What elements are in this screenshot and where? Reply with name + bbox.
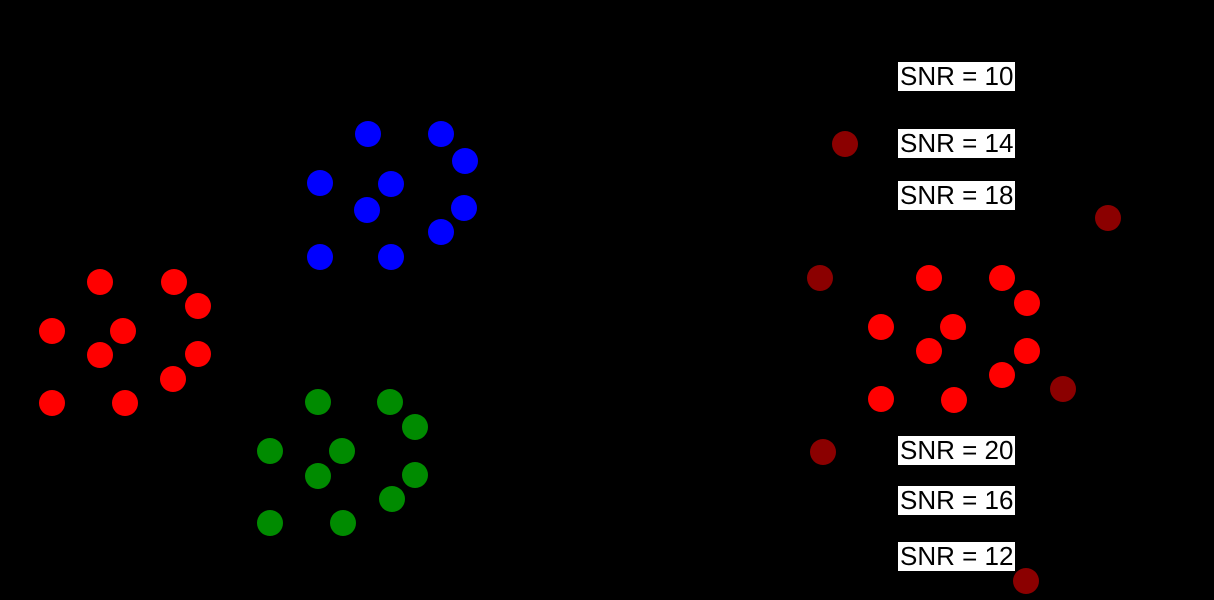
cluster-red-left-dot [185, 293, 211, 319]
snr-label: SNR = 12 [898, 541, 1016, 571]
cluster-red-left-dot [160, 366, 186, 392]
cluster-green-dot [402, 414, 428, 440]
cluster-blue-dot [307, 170, 333, 196]
cluster-red-left-dot [112, 390, 138, 416]
cluster-green-dot [305, 463, 331, 489]
outlier-darkred-dot [807, 265, 833, 291]
snr-label: SNR = 18 [898, 180, 1016, 210]
cluster-red-left-dot [110, 318, 136, 344]
outlier-darkred-dot [1013, 568, 1039, 594]
cluster-red-right-dot [989, 362, 1015, 388]
cluster-blue-dot [428, 121, 454, 147]
cluster-red-left-dot [185, 341, 211, 367]
cluster-red-right-dot [941, 387, 967, 413]
cluster-green-dot [330, 510, 356, 536]
cluster-red-right-dot [868, 386, 894, 412]
cluster-green-dot [305, 389, 331, 415]
cluster-red-right-dot [940, 314, 966, 340]
outlier-darkred-dot [810, 439, 836, 465]
cluster-green-dot [329, 438, 355, 464]
cluster-red-right-dot [989, 265, 1015, 291]
cluster-red-left-dot [39, 390, 65, 416]
cluster-green-dot [257, 510, 283, 536]
cluster-red-left-dot [87, 342, 113, 368]
cluster-red-right-dot [868, 314, 894, 340]
snr-label: SNR = 14 [898, 128, 1016, 158]
outlier-darkred-dot [1050, 376, 1076, 402]
cluster-green-dot [257, 438, 283, 464]
cluster-blue-dot [354, 197, 380, 223]
cluster-red-left-dot [161, 269, 187, 295]
cluster-red-right-dot [916, 338, 942, 364]
cluster-red-right-dot [1014, 338, 1040, 364]
cluster-red-left-dot [87, 269, 113, 295]
cluster-blue-dot [378, 171, 404, 197]
outlier-darkred-dot [832, 131, 858, 157]
cluster-blue-dot [307, 244, 333, 270]
cluster-green-dot [379, 486, 405, 512]
snr-label: SNR = 10 [898, 61, 1016, 91]
cluster-blue-dot [452, 148, 478, 174]
cluster-blue-dot [451, 195, 477, 221]
cluster-red-right-dot [1014, 290, 1040, 316]
snr-label: SNR = 20 [898, 435, 1016, 465]
cluster-red-right-dot [916, 265, 942, 291]
cluster-green-dot [377, 389, 403, 415]
snr-label: SNR = 16 [898, 485, 1016, 515]
cluster-red-left-dot [39, 318, 65, 344]
outlier-darkred-dot [1095, 205, 1121, 231]
cluster-blue-dot [355, 121, 381, 147]
cluster-blue-dot [378, 244, 404, 270]
cluster-green-dot [402, 462, 428, 488]
cluster-blue-dot [428, 219, 454, 245]
